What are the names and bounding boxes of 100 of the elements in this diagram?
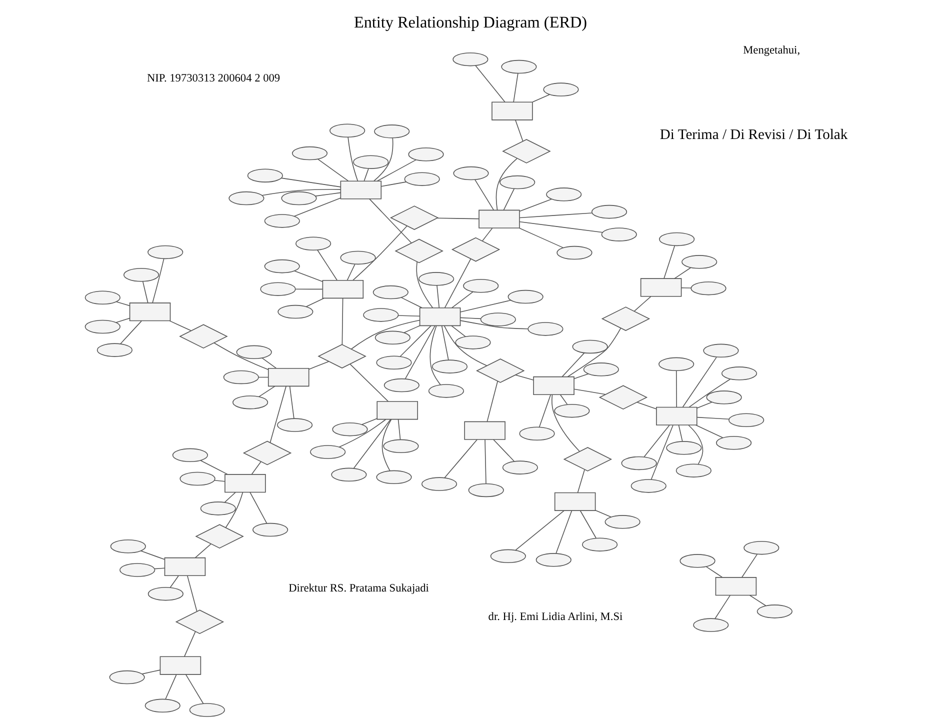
connector [573,388,606,395]
node-ellipse [452,52,488,66]
node-ellipse [490,549,526,564]
connector [450,325,466,337]
node-ellipse [291,146,328,160]
node-diamond [475,358,524,383]
connector [399,325,431,357]
connector [579,510,596,538]
connector [688,378,730,408]
connector [518,228,564,248]
node-diamond [450,237,500,262]
node-ellipse [376,470,412,484]
connector [280,178,340,188]
node-ellipse [84,320,120,334]
connector [561,352,584,378]
connector [200,460,228,475]
node-box [267,368,309,387]
node-ellipse [527,322,563,336]
node-ellipse [147,245,183,260]
node-diamond [600,306,650,331]
node-ellipse [84,290,120,304]
node-ellipse [546,188,582,202]
connector [115,318,130,323]
connector [444,258,471,308]
connector [380,182,406,187]
node-ellipse [743,540,779,555]
connector [338,419,386,448]
node-box [322,280,364,299]
connector [460,320,528,330]
connector [492,439,514,462]
node-ellipse [172,448,208,462]
node-ellipse [658,232,694,246]
node-ellipse [222,370,258,384]
node-box [159,656,201,675]
label: Di Terima / Di Revisi / Di Tolak [659,126,848,143]
connector [440,325,448,360]
connector [294,270,323,282]
node-ellipse [720,366,757,380]
node-ellipse [535,553,571,567]
node-box [714,577,756,596]
node-ellipse [329,124,365,138]
connector [636,402,656,410]
node-ellipse [502,460,538,474]
connector [559,394,568,405]
node-ellipse [681,255,717,269]
node-ellipse [452,166,488,180]
node-ellipse [295,236,331,250]
connector [678,424,682,442]
node-ellipse [679,554,715,568]
connector [381,418,392,472]
connector [317,158,348,182]
node-ellipse [310,445,346,459]
connector [643,424,670,458]
connector [363,168,368,182]
connector [694,424,723,438]
connector [429,326,440,386]
node-ellipse [556,246,592,260]
diagram-title: Entity Relationship Diagram (ERD) [353,14,587,32]
node-ellipse [276,418,312,432]
connector [450,291,473,308]
node-ellipse [376,356,412,370]
connector [512,73,518,102]
connector [696,402,712,408]
node-diamond [502,139,550,164]
node-box [464,421,505,440]
connector [368,198,412,244]
connector [436,218,479,220]
node-ellipse [706,390,742,404]
connector [680,287,692,288]
node-ellipse [658,357,694,372]
connector [566,328,621,378]
node-ellipse [428,384,464,398]
node-ellipse [372,285,408,300]
node-ellipse [462,279,498,293]
node-box [640,278,682,297]
connector [594,510,611,518]
connector [443,325,487,366]
connector [224,492,236,503]
connector [168,320,191,332]
connector [288,386,294,419]
node-ellipse [232,395,268,410]
connector [352,226,407,281]
node-ellipse [702,344,738,358]
connector [397,315,420,317]
connector [186,575,197,612]
node-ellipse [352,155,388,169]
node-ellipse [418,272,454,286]
connector [474,179,494,210]
node-ellipse [264,214,300,228]
connector [444,439,477,478]
connector [154,568,164,570]
node-box [656,406,697,426]
connector [486,380,498,422]
connector [140,550,164,560]
node-box [478,210,520,228]
connector [576,469,584,494]
connector [532,94,550,102]
connector [682,356,716,408]
node-ellipse [500,60,536,74]
connector [663,245,675,279]
